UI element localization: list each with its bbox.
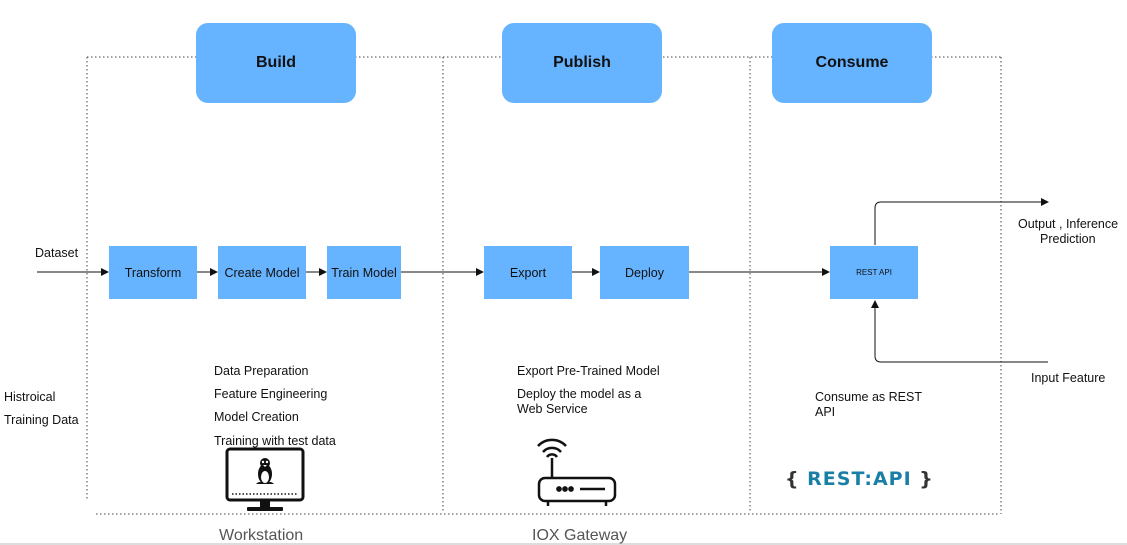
build-note: Training with test data <box>214 434 336 448</box>
gateway-label: IOX Gateway <box>532 527 628 544</box>
linux-monitor-icon <box>225 447 305 511</box>
input-feature-label: Input Feature <box>1031 371 1106 385</box>
arrow-rest-output <box>874 198 1049 245</box>
step-transform: Transform <box>109 246 197 299</box>
build-note: Model Creation <box>214 410 299 424</box>
stage-consume: Consume <box>772 23 932 103</box>
step-create-model: Create Model <box>218 246 306 299</box>
publish-note-line3: Web Service <box>517 402 588 416</box>
output-label-line1: Output , Inference <box>1018 217 1119 231</box>
arrow-input-rest <box>871 300 1048 363</box>
build-note: Data Preparation <box>214 364 309 378</box>
publish-note-line1: Export Pre-Trained Model <box>517 364 660 378</box>
logo-brace-open: { <box>785 468 800 490</box>
publish-note-line2: Deploy the model as a <box>517 387 642 401</box>
flow-arrows <box>37 198 1049 363</box>
step-export: Export <box>484 246 572 299</box>
logo-brace-close: } <box>919 468 934 490</box>
stage-build: Build <box>196 23 356 103</box>
logo-text: REST:API <box>807 468 912 490</box>
router-icon <box>537 438 617 506</box>
step-rest-api: REST API <box>830 246 918 299</box>
rest-api-logo: { REST:API } <box>785 468 934 490</box>
dataset-label: Dataset <box>35 246 79 260</box>
output-label-line2: Prediction <box>1040 232 1096 246</box>
historical-label-line2: Training Data <box>4 413 79 427</box>
consume-note-line2: API <box>815 405 836 419</box>
build-note: Feature Engineering <box>214 387 328 401</box>
step-train-model: Train Model <box>327 246 401 299</box>
consume-note-line1: Consume as REST <box>815 390 922 404</box>
step-deploy: Deploy <box>600 246 689 299</box>
historical-label-line1: Histroical <box>4 390 56 404</box>
workstation-label: Workstation <box>219 527 304 544</box>
stage-publish: Publish <box>502 23 662 103</box>
